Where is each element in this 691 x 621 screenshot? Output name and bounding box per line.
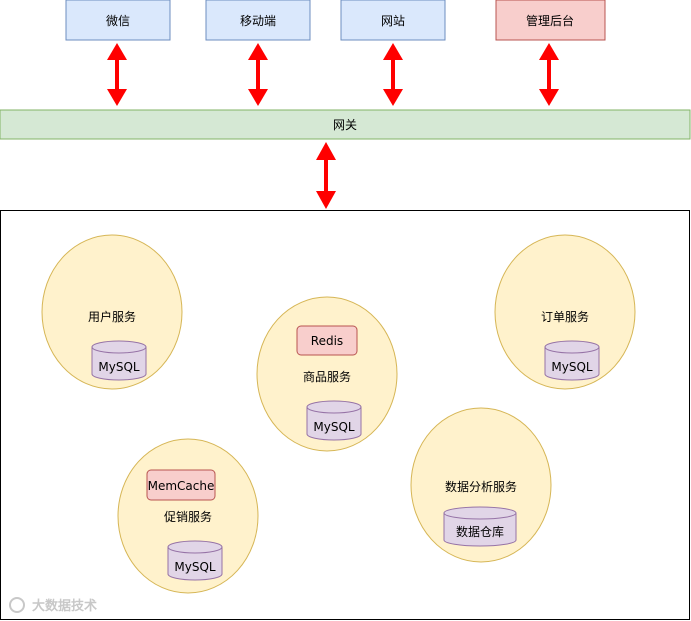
promotion-service-label: 促销服务 [164,509,212,524]
user-service-label: 用户服务 [88,309,136,324]
memcache-label: MemCache [148,479,215,493]
promotion-mysql-label: MySQL [174,560,216,574]
product-service-label: 商品服务 [303,369,351,384]
arrow-mobile-gateway [248,43,268,106]
data-warehouse-label: 数据仓库 [456,524,504,539]
analytics-service: 数据分析服务 数据仓库 [410,407,552,563]
watermark: 大数据技术 [9,597,97,614]
client-wechat-label: 微信 [106,14,130,28]
client-mobile-label: 移动端 [240,14,276,28]
product-mysql-db: MySQL [306,400,362,441]
watermark-text: 大数据技术 [32,598,97,614]
promotion-service: MemCache 促销服务 MySQL [117,438,259,594]
order-service: 订单服务 MySQL [494,234,636,390]
redis-label: Redis [311,334,343,348]
client-admin: 管理后台 [495,0,606,41]
promotion-mysql-db: MySQL [167,540,223,581]
product-service: Redis 商品服务 MySQL [256,296,398,452]
product-mysql-label: MySQL [313,420,355,434]
user-mysql-db: MySQL [91,340,147,381]
client-website-label: 网站 [381,14,405,28]
data-warehouse-db: 数据仓库 [443,506,517,547]
arrow-website-gateway [383,43,403,106]
gateway-label: 网关 [333,118,357,132]
user-mysql-label: MySQL [98,360,140,374]
user-service: 用户服务 MySQL [41,234,183,390]
order-service-label: 订单服务 [541,309,589,324]
client-website: 网站 [340,0,446,41]
analytics-service-label: 数据分析服务 [445,479,517,494]
order-mysql-db: MySQL [544,340,600,381]
arrow-wechat-gateway [107,43,127,106]
arrow-admin-gateway [539,43,559,106]
arrow-gateway-services [316,142,336,209]
client-wechat: 微信 [65,0,171,41]
client-mobile: 移动端 [205,0,311,41]
watermark-icon [9,597,25,613]
order-mysql-label: MySQL [551,360,593,374]
memcache-cache: MemCache [146,469,216,501]
gateway-bar: 网关 [0,109,691,140]
client-admin-label: 管理后台 [526,13,574,28]
redis-cache: Redis [296,325,358,356]
